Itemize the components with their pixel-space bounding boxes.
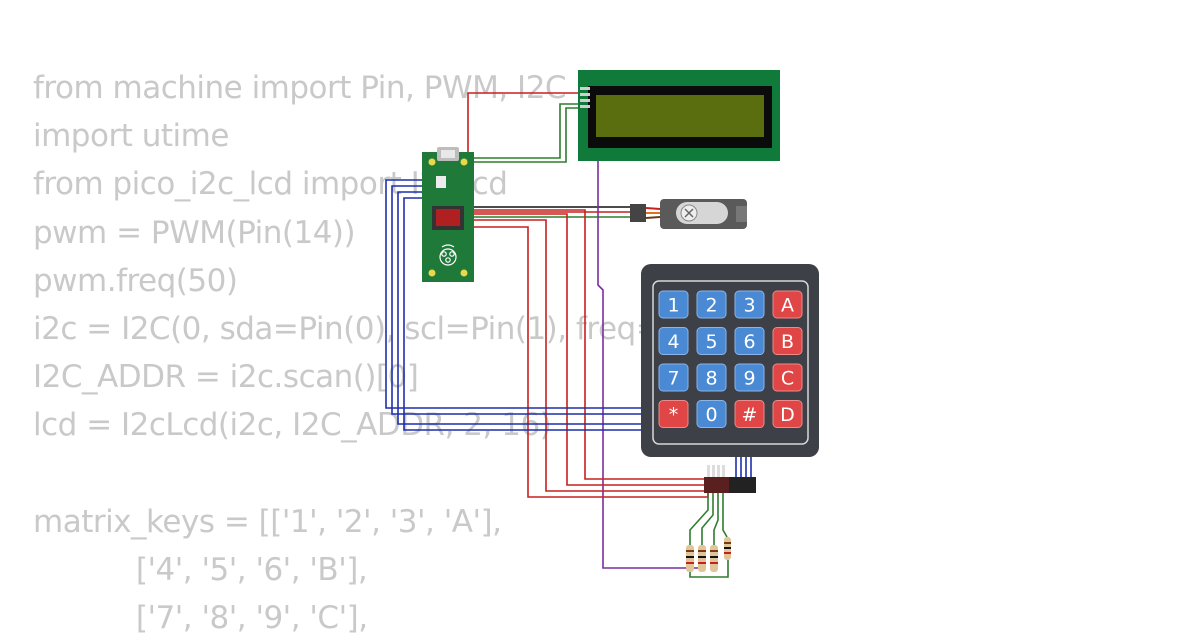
wire-res-common[interactable] (689, 560, 729, 578)
resistor[interactable] (724, 537, 731, 560)
keypad-key-C[interactable]: C (772, 363, 803, 392)
keypad-key-label: # (742, 404, 758, 426)
wire-res-3[interactable] (713, 493, 719, 545)
code-line: import utime (33, 118, 229, 155)
code-line: lcd = I2cLcd(i2c, I2C_ADDR, 2, 16) (33, 407, 552, 444)
keypad-key-label: 7 (667, 368, 679, 390)
wire-res-2[interactable] (701, 493, 714, 545)
keypad-key-label: 8 (705, 368, 717, 390)
wire-lcd-vcc[interactable] (467, 92, 580, 155)
servo-motor[interactable] (630, 199, 747, 229)
keypad-key-label: 3 (743, 295, 755, 317)
keypad-key-4[interactable]: 4 (658, 327, 689, 355)
keypad-key-3[interactable]: 3 (734, 290, 765, 319)
keypad-key-label: * (669, 404, 679, 426)
keypad-key-label: B (781, 331, 794, 353)
keypad-key-label: 1 (667, 295, 679, 317)
wire-purple[interactable] (597, 160, 700, 569)
raspberry-logo-icon (439, 244, 457, 266)
lcd-display[interactable] (578, 70, 780, 161)
keypad-key-label: 2 (705, 295, 717, 317)
lcd-pins (580, 87, 590, 108)
keypad-key-B[interactable]: B (772, 327, 803, 355)
code-listing: from machine import Pin, PWM, I2C import … (33, 64, 789, 642)
keypad-key-A[interactable]: A (772, 290, 803, 319)
code-line: I2C_ADDR = i2c.scan()[0] (33, 359, 419, 396)
resistor[interactable] (686, 545, 694, 572)
keypad-4x4[interactable]: 1 2 3 A 4 5 6 B 7 8 9 C * 0 # D (641, 264, 819, 493)
keypad-key-1[interactable]: 1 (658, 290, 689, 319)
keypad-key-label: D (780, 404, 795, 426)
wire-lcd-scl[interactable] (474, 107, 580, 163)
keypad-key-D[interactable]: D (772, 400, 803, 428)
wire-res-1[interactable] (689, 493, 709, 545)
keypad-key-label: 0 (705, 404, 717, 426)
keypad-key-6[interactable]: 6 (734, 327, 765, 355)
code-line: ['4', '5', '6', 'B'], (33, 551, 368, 588)
resistor[interactable] (698, 545, 706, 572)
code-line: pwm = PWM(Pin(14)) (33, 214, 356, 251)
raspberry-pi-pico[interactable] (422, 147, 474, 282)
keypad-key-label: A (781, 295, 794, 317)
keypad-key-8[interactable]: 8 (696, 363, 727, 392)
code-line: matrix_keys = [['1', '2', '3', 'A'], (33, 503, 502, 540)
keypad-keys: 1 2 3 A 4 5 6 B 7 8 9 C * 0 # D (658, 290, 803, 428)
code-line: pwm.freq(50) (33, 262, 238, 299)
code-line: from machine import Pin, PWM, I2C (33, 70, 567, 106)
keypad-key-*[interactable]: * (658, 400, 689, 428)
keypad-key-5[interactable]: 5 (696, 327, 727, 355)
keypad-key-label: 9 (743, 368, 755, 390)
keypad-key-9[interactable]: 9 (734, 363, 765, 392)
keypad-key-label: C (781, 368, 794, 390)
resistors[interactable] (686, 537, 731, 572)
keypad-key-label: 4 (667, 331, 679, 353)
keypad-key-0[interactable]: 0 (696, 400, 727, 428)
wire-lcd-sda[interactable] (474, 103, 580, 159)
keypad-key-7[interactable]: 7 (658, 363, 689, 392)
keypad-header (704, 465, 756, 493)
keypad-key-2[interactable]: 2 (696, 290, 727, 319)
keypad-key-label: 6 (743, 331, 755, 353)
wire-res-4[interactable] (722, 493, 728, 538)
keypad-key-label: 5 (705, 331, 717, 353)
keypad-key-#[interactable]: # (734, 400, 765, 428)
resistor[interactable] (710, 545, 718, 572)
